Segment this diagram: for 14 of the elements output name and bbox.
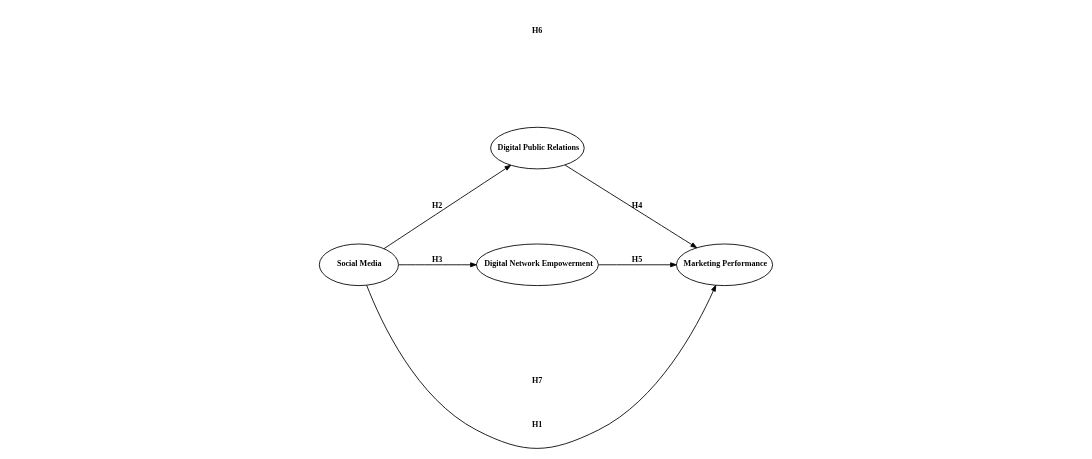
edge-label: H5 [631, 255, 643, 265]
label: H6 [531, 25, 543, 35]
edge-label: H3 [431, 255, 443, 265]
arrow [564, 164, 698, 249]
edge-label: H4 [631, 200, 643, 210]
label: H7 [531, 376, 543, 386]
edge-label: H1 [531, 420, 543, 430]
arrow [366, 284, 717, 449]
arrow [398, 262, 477, 268]
node-ellipse: Digital Network Empowerment [476, 243, 599, 286]
arrow [383, 164, 512, 250]
arrow [598, 262, 677, 268]
edge-label: H2 [431, 200, 443, 210]
node-ellipse: Social Media [318, 243, 399, 286]
